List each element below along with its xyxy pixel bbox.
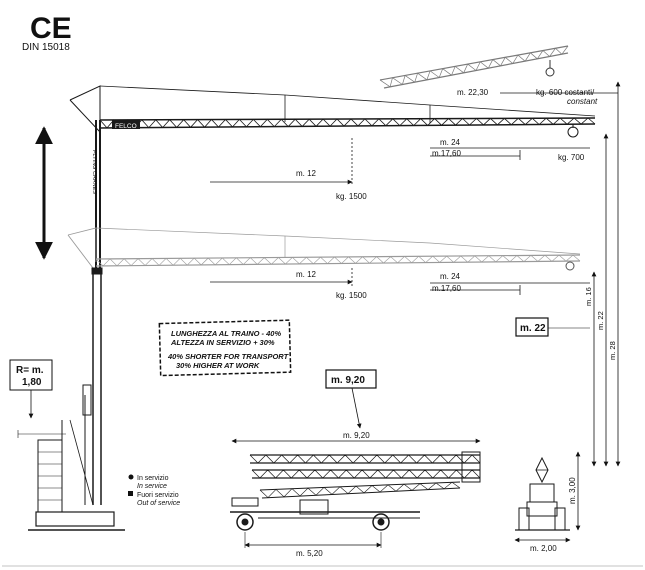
- upper-radius-2230: m. 22,30: [457, 88, 489, 97]
- upper-load-1500: kg. 1500: [336, 192, 367, 201]
- legend-in-service-en: In service: [137, 483, 167, 490]
- load-600-it: kg. 600 costanti/: [536, 88, 595, 97]
- upper-crane: [69, 85, 596, 270]
- ce-mark: CE: [30, 12, 72, 45]
- radius-box: [9, 359, 53, 391]
- radius-box-line1: R= m.: [16, 365, 44, 376]
- transport-front-view: [515, 456, 570, 531]
- transport-length: m. 9,20: [343, 431, 370, 440]
- legend-out-service-it: Fuori servizio: [137, 492, 179, 499]
- out-service-square: [128, 491, 133, 496]
- upper-radius-12: m. 12: [296, 169, 317, 178]
- height-box: [515, 317, 549, 337]
- lower-radius-1760: m.17,60: [432, 284, 461, 293]
- din-norm: DIN 15018: [22, 42, 70, 53]
- lower-load-1500: kg. 1500: [336, 291, 367, 300]
- height-22: m. 22: [596, 311, 605, 330]
- legend-out-service-en: Out of service: [137, 500, 180, 507]
- transport-length-box-label: m. 9,20: [331, 375, 365, 386]
- transport-vehicle: [230, 451, 481, 531]
- upper-radius-24: m. 24: [440, 138, 461, 147]
- height-16: m. 16: [584, 287, 593, 306]
- note-it-line1: LUNGHEZZA AL TRAINO - 40%: [171, 329, 281, 338]
- mast-tag: FLYING CRANES: [91, 150, 97, 194]
- height-dimensions: [548, 81, 621, 467]
- note-en-line2: 30% HIGHER AT WORK: [176, 361, 260, 370]
- load-600-en: constant: [567, 97, 598, 106]
- transport-height: m. 3,00: [568, 477, 577, 504]
- transport-length-box: [325, 369, 377, 389]
- crane-base: [17, 267, 125, 531]
- upper-radius-1760: m.17,60: [432, 149, 461, 158]
- lower-radius-24: m. 24: [440, 272, 461, 281]
- height-28: m. 28: [608, 341, 617, 360]
- legend-in-service-it: In servizio: [137, 475, 169, 482]
- luffed-jib: [379, 45, 618, 94]
- lower-dimensions: [210, 268, 590, 295]
- note-box: [158, 319, 292, 377]
- height-box-label: m. 22: [520, 323, 546, 334]
- note-en-line1: 40% SHORTER FOR TRANSPORT: [167, 352, 290, 361]
- axle-distance: m. 5,20: [296, 549, 323, 558]
- note-it-line2: ALTEZZA IN SERVIZIO + 30%: [170, 338, 275, 347]
- jib-badge: [112, 120, 140, 129]
- lower-radius-12: m. 12: [296, 270, 317, 279]
- in-service-dot: [128, 474, 134, 480]
- transport-pointer: [351, 387, 362, 429]
- transport-width: m. 2,00: [530, 544, 557, 553]
- jib-tag: FELCO: [115, 123, 137, 130]
- lower-crane: [67, 227, 581, 273]
- upper-load-700: kg. 700: [558, 153, 585, 162]
- radius-box-line2: 1,80: [22, 377, 42, 388]
